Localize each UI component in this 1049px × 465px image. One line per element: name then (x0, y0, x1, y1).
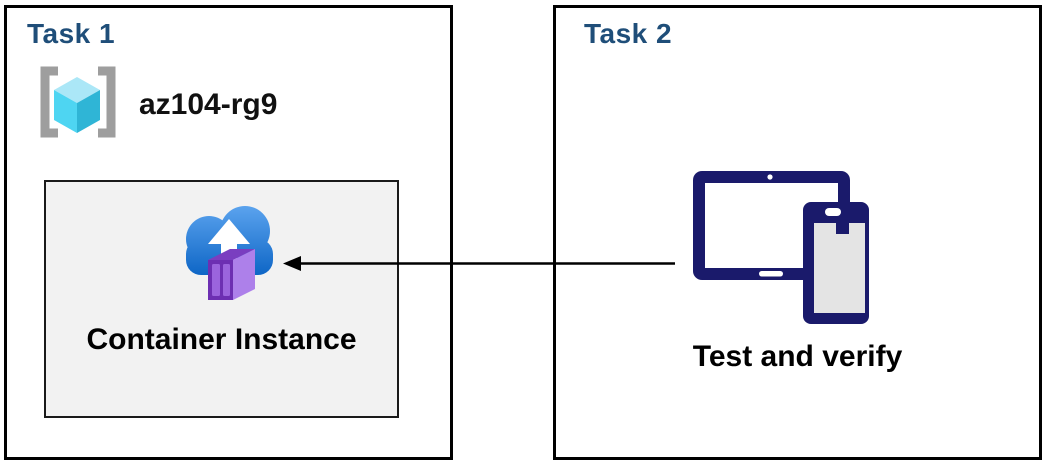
container-instance-label: Container Instance (86, 323, 357, 356)
container-instance-box: Container Instance (44, 180, 399, 418)
resource-group-row: az104-rg9 (33, 62, 277, 147)
resource-group-icon (33, 62, 123, 147)
task1-title: Task 1 (27, 18, 116, 49)
test-and-verify-label: Test and verify (692, 340, 903, 373)
task2-title: Task 2 (584, 18, 673, 49)
task2-box: Task 2 Test and verify (553, 5, 1042, 460)
tablet-and-phone-icon (683, 162, 883, 337)
resource-group-label: az104-rg9 (139, 87, 278, 121)
task1-box: Task 1 az104-rg9 (4, 5, 453, 460)
container-instance-icon (175, 195, 285, 310)
